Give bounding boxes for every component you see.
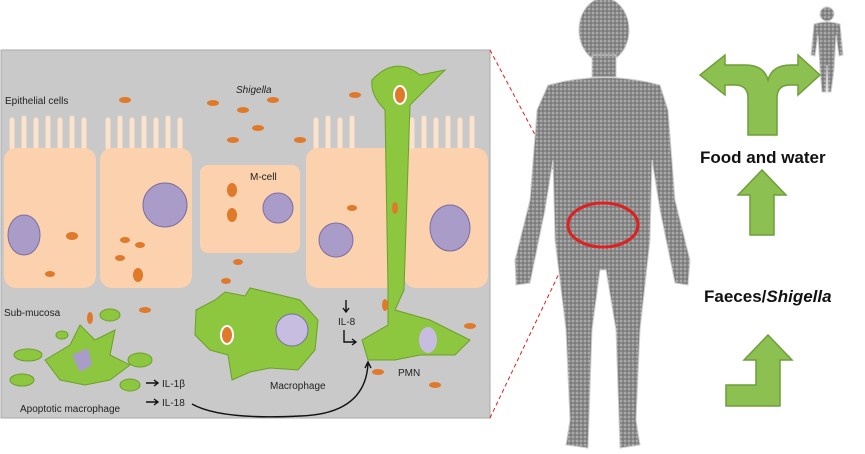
transmission-arrows <box>698 53 822 407</box>
label-macrophage: Macrophage <box>270 381 326 392</box>
macrophage-cell <box>194 287 319 381</box>
pmn-cell <box>361 65 471 361</box>
microvilli <box>9 115 475 151</box>
signal-arrows <box>146 300 372 418</box>
label-faeces-shigella: Faeces/Shigella <box>704 287 832 306</box>
branch-arrow-icon <box>698 53 822 136</box>
intestine-highlight-ring <box>566 201 640 249</box>
label-il1b: IL-1β <box>162 379 185 390</box>
label-il8: IL-8 <box>338 317 356 328</box>
label-food-and-water: Food and water <box>700 148 826 167</box>
label-il18: IL-18 <box>162 398 185 409</box>
label-m-cell: M-cell <box>250 172 277 183</box>
nuclei <box>7 182 471 258</box>
shigella-bacteria <box>45 92 476 388</box>
up-arrow-icon <box>736 168 788 236</box>
label-sub-mucosa: Sub-mucosa <box>4 308 61 319</box>
m-cell <box>200 165 300 253</box>
hook-arrow-icon <box>725 333 794 407</box>
label-apoptotic-macrophage: Apoptotic macrophage <box>20 404 121 415</box>
intestinal-panel: Epithelial cells Shigella M-cell Sub-muc… <box>0 49 491 419</box>
small-human-icon <box>810 6 844 93</box>
label-pmn: PMN <box>398 368 420 379</box>
label-epithelial-cells: Epithelial cells <box>5 96 68 107</box>
human-body-figure <box>514 0 691 449</box>
label-shigella: Shigella <box>236 85 272 96</box>
